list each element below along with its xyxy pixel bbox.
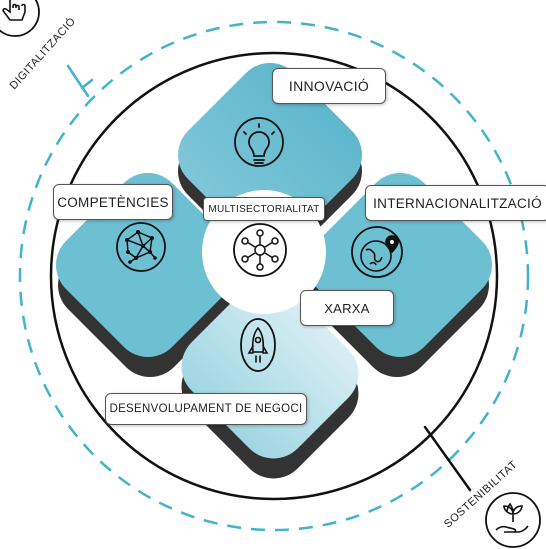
dashed-outer-ring [18, 20, 530, 532]
innovacio-label: INNOVACIÓ [272, 68, 386, 104]
internacionalitzacio-label: INTERNACIONALITZACIÓ [365, 185, 546, 221]
network-graph-icon [116, 222, 166, 272]
hand-plant-icon [485, 492, 541, 548]
xarxa-label: XARXA [300, 290, 394, 326]
network-hub-icon [233, 223, 287, 277]
desenvolupament-label: DESENVOLUPAMENT DE NEGOCI [105, 393, 307, 425]
sostenibilitat-tick [423, 425, 472, 492]
solid-inner-ring [49, 51, 499, 501]
digitalitzacio-tick [66, 64, 94, 98]
lightbulb-icon [234, 117, 284, 167]
globe-pin-icon [351, 226, 403, 278]
rocket-icon [240, 318, 276, 372]
competencies-label: COMPETÈNCIES [53, 184, 173, 220]
multisectorialitat-label: MULTISECTORIALITAT [203, 197, 325, 221]
hand-pointer-icon [0, 0, 40, 37]
